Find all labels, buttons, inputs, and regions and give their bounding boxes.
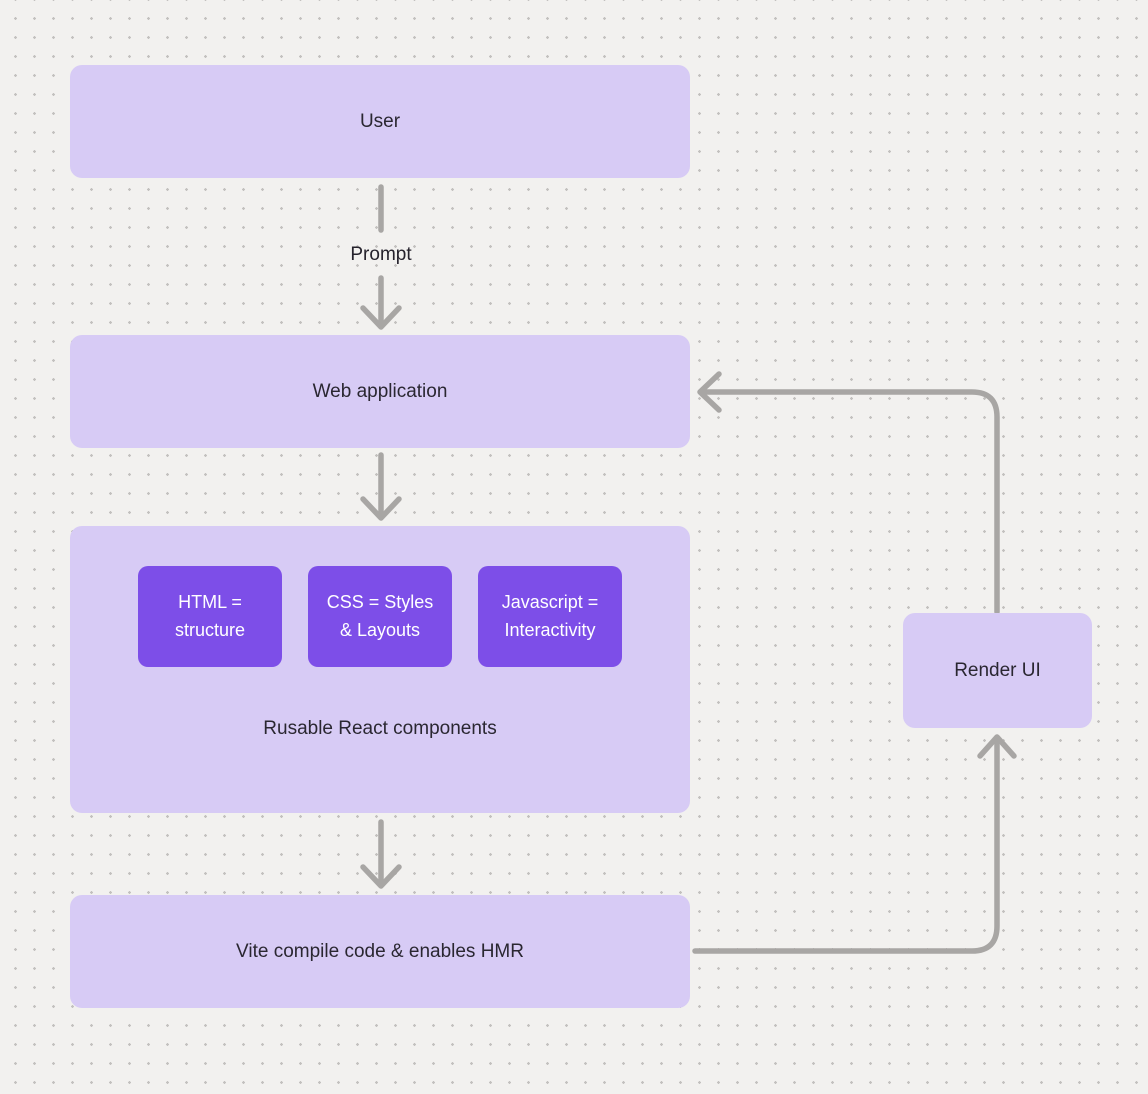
chip-html-label: HTML = structure <box>174 591 246 640</box>
arrow-user-to-web-application[interactable] <box>360 184 402 330</box>
arrow-vite-to-render-ui[interactable] <box>692 734 1017 954</box>
chip-css[interactable]: CSS = Styles & Layouts <box>308 566 452 667</box>
node-render-ui[interactable]: Render UI <box>903 613 1092 728</box>
node-vite-label: Vite compile code & enables HMR <box>236 940 524 962</box>
node-web-application-label: Web application <box>312 380 448 402</box>
node-render-ui-label: Render UI <box>954 659 1041 681</box>
node-user[interactable]: User <box>70 65 690 178</box>
chip-html[interactable]: HTML = structure <box>138 566 282 667</box>
arrow-web-application-to-components[interactable] <box>360 452 402 521</box>
node-components-label: Rusable React components <box>263 718 497 739</box>
edge-label-prompt: Prompt <box>350 244 412 265</box>
node-user-label: User <box>359 110 401 132</box>
chip-javascript[interactable]: Javascript = Interactivity <box>478 566 622 667</box>
arrow-components-to-vite[interactable] <box>360 819 402 889</box>
node-web-application[interactable]: Web application <box>70 335 690 448</box>
arrow-render-ui-to-web-application[interactable] <box>697 371 1000 615</box>
components-chips-row: HTML = structure CSS = Styles & Layouts … <box>70 566 690 667</box>
chip-javascript-label: Javascript = Interactivity <box>501 591 599 640</box>
node-components-container[interactable]: HTML = structure CSS = Styles & Layouts … <box>70 526 690 813</box>
node-vite[interactable]: Vite compile code & enables HMR <box>70 895 690 1008</box>
chip-css-label: CSS = Styles & Layouts <box>326 591 434 640</box>
